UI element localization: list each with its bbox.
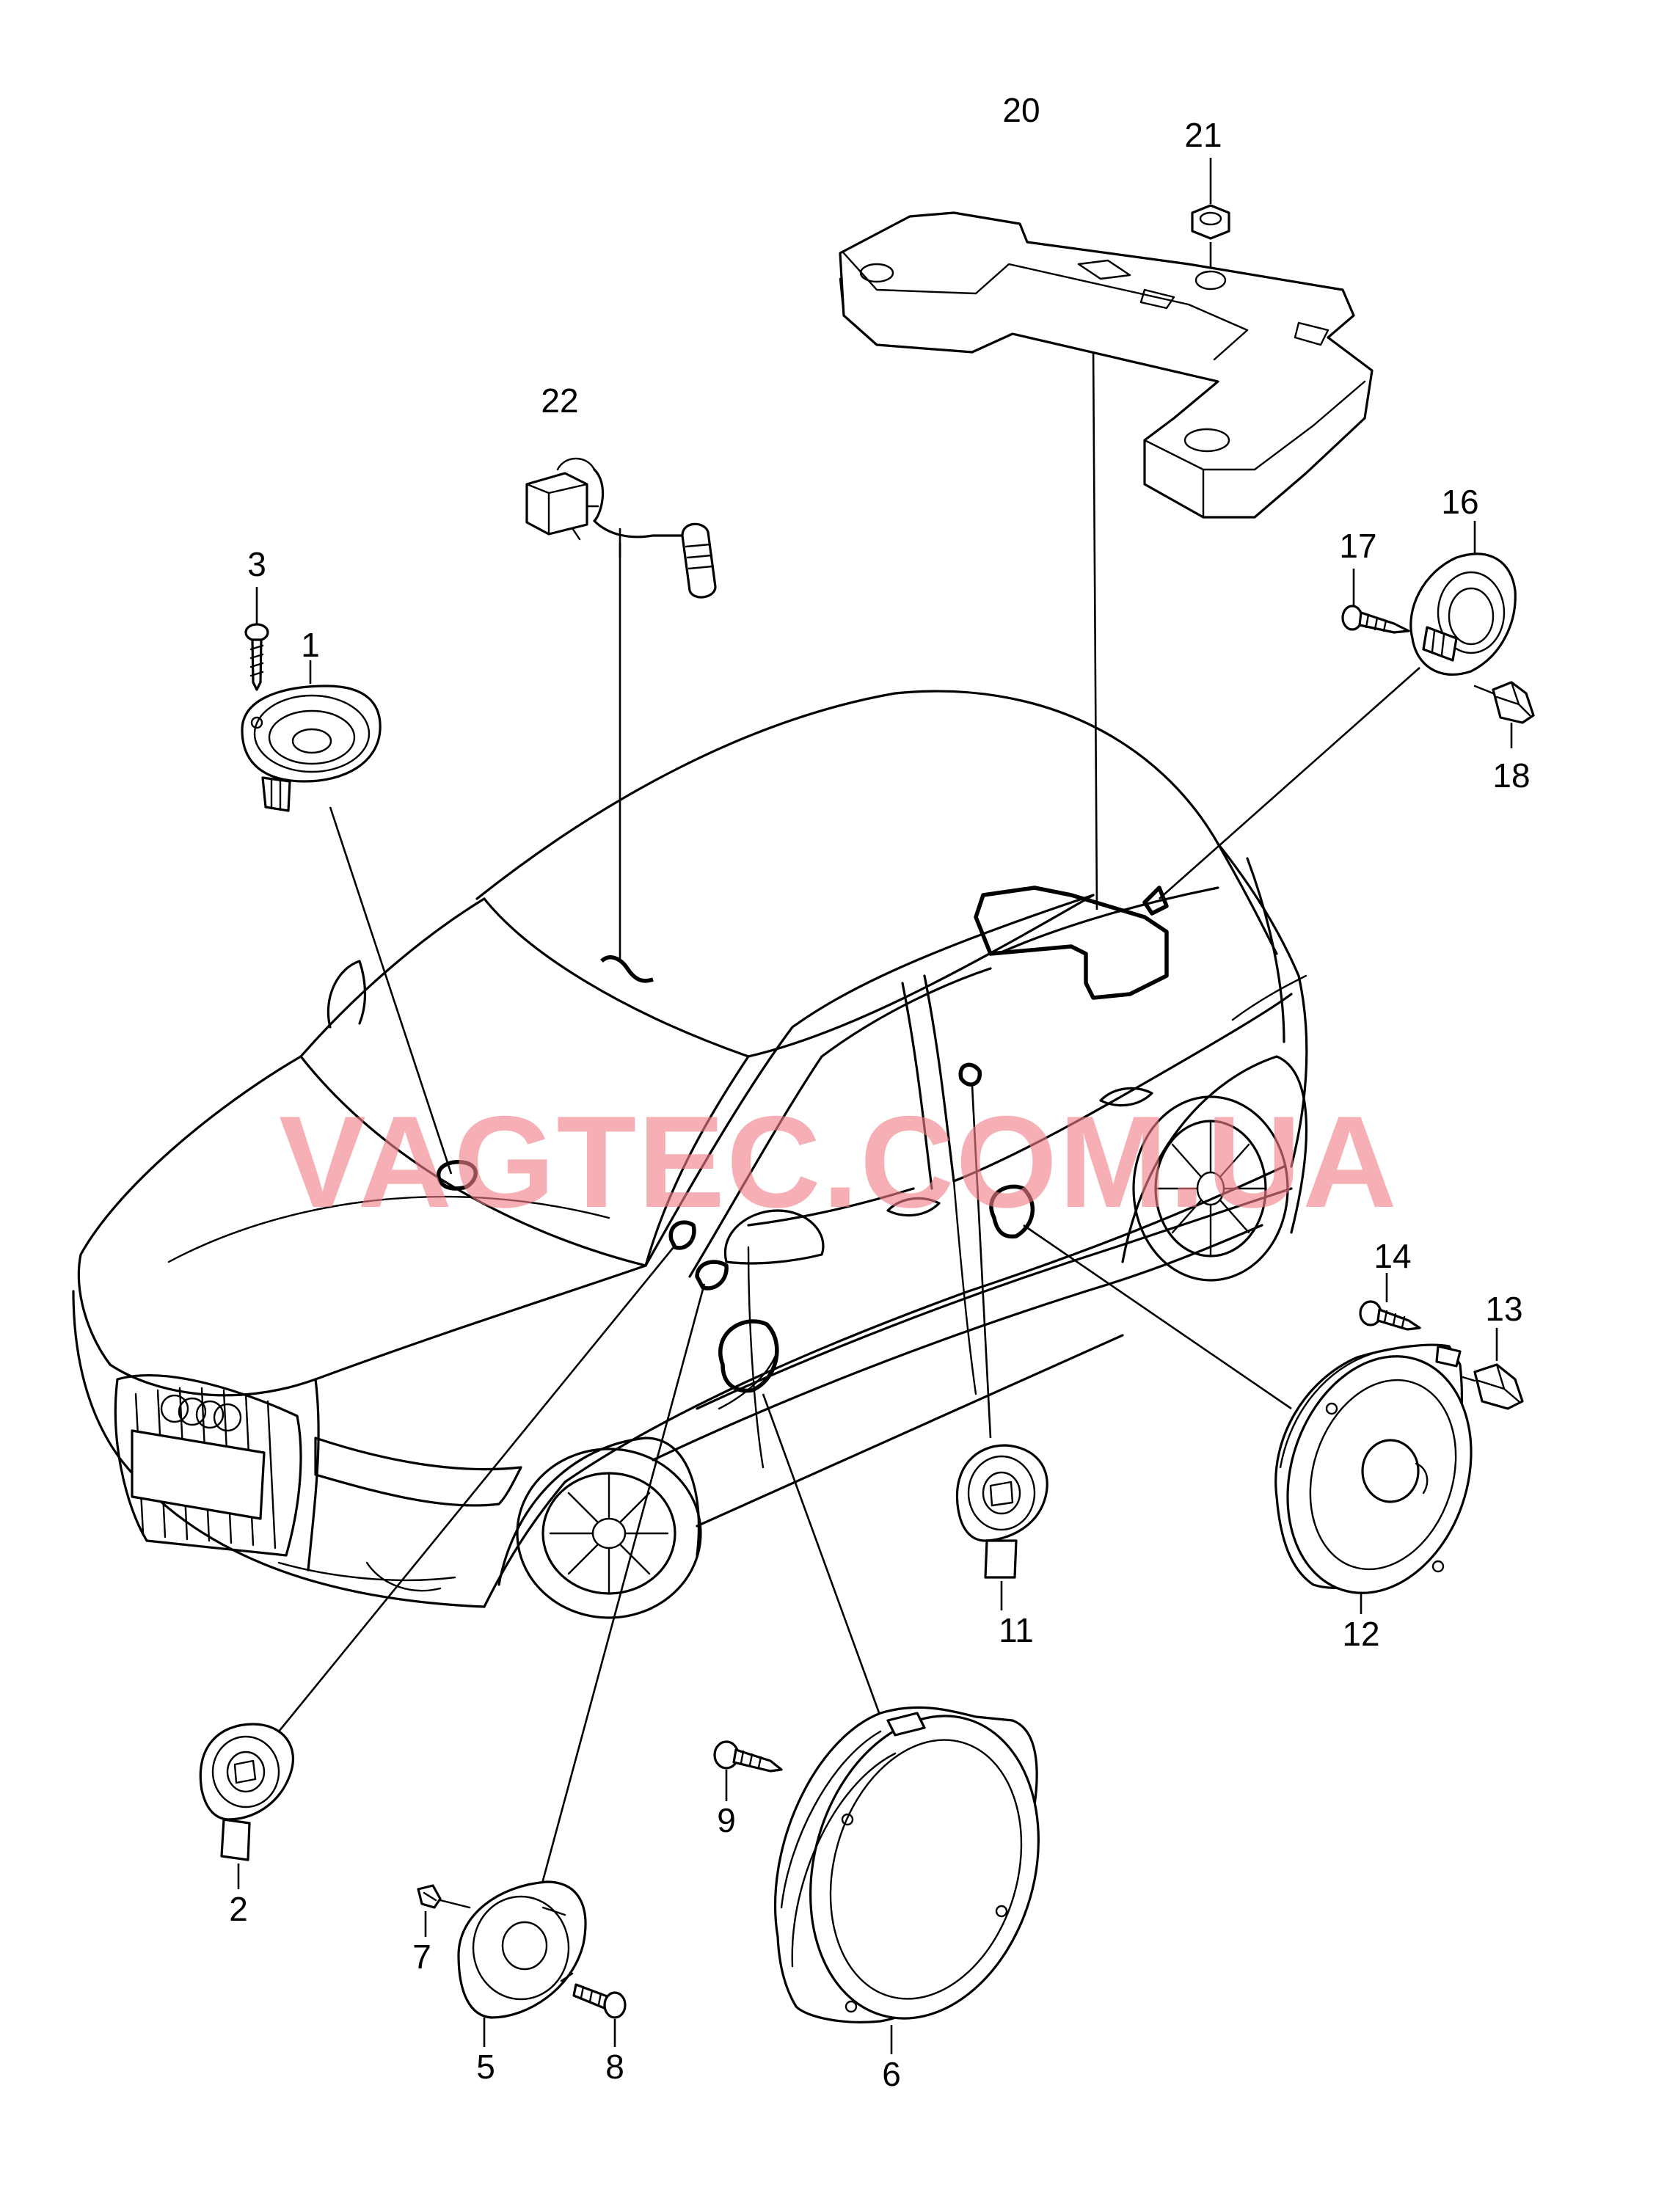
callout-12: 12 (1342, 1615, 1379, 1653)
callout-20: 20 (1002, 91, 1040, 129)
callout-21: 21 (1184, 116, 1222, 154)
part-12-woofer (1274, 1343, 1473, 1614)
part-8-screw (572, 1983, 627, 2047)
callout-13: 13 (1485, 1290, 1522, 1328)
callout-18: 18 (1492, 756, 1530, 795)
part-14-screw (1359, 1273, 1421, 1331)
marker-rear-door-woofer (989, 1184, 1035, 1239)
watermark: VAGTEC.COM.UA (279, 1089, 1398, 1235)
callout-11: 11 (999, 1611, 1034, 1649)
marker-front-door-woofer (718, 1319, 779, 1393)
callout-labels: 1 2 3 5 6 7 8 9 11 12 13 14 16 17 18 20 … (229, 91, 1530, 2093)
part-1-dash-speaker (241, 660, 382, 812)
part-3-screw (244, 587, 269, 691)
part-6-woofer (774, 1706, 1040, 2054)
part-21-nut (1191, 158, 1230, 291)
callout-7: 7 (412, 1938, 431, 1976)
marker-dash-speaker (437, 1160, 478, 1191)
part-9-screw (713, 1740, 783, 1801)
part-11-tweeter (955, 1444, 1048, 1610)
part-18-clip (1473, 681, 1535, 748)
leader-lines (277, 344, 1420, 1908)
callout-22: 22 (541, 382, 578, 420)
callout-16: 16 (1441, 483, 1478, 521)
callout-17: 17 (1339, 527, 1376, 565)
callout-9: 9 (717, 1801, 736, 1839)
callout-1: 1 (301, 626, 320, 664)
marker-antenna-amp (974, 886, 1169, 1000)
part-20-control-unit (839, 211, 1374, 519)
callout-2: 2 (229, 1890, 248, 1928)
callout-3: 3 (247, 545, 266, 583)
part-17-screw (1341, 569, 1410, 634)
part-2-tweeter (199, 1723, 294, 1889)
car-outline (72, 690, 1308, 1619)
part-16-rear-tweeter (1409, 521, 1517, 676)
callout-6: 6 (882, 2055, 901, 2093)
part-22-antenna-cable (525, 457, 717, 599)
part-7-clip (417, 1884, 471, 1937)
marker-mirror-speaker (695, 1260, 729, 1291)
marker-roof-cable (600, 955, 654, 983)
marker-rear-door-tweeter (958, 1062, 982, 1087)
callout-8: 8 (605, 2048, 624, 2086)
marker-rear-tweeter (1142, 886, 1169, 916)
marker-front-tweeter (668, 1220, 696, 1250)
installation-markers (437, 886, 1169, 1393)
callout-14: 14 (1374, 1237, 1411, 1275)
part-5-speaker (457, 1880, 587, 2047)
callout-5: 5 (476, 2048, 495, 2086)
